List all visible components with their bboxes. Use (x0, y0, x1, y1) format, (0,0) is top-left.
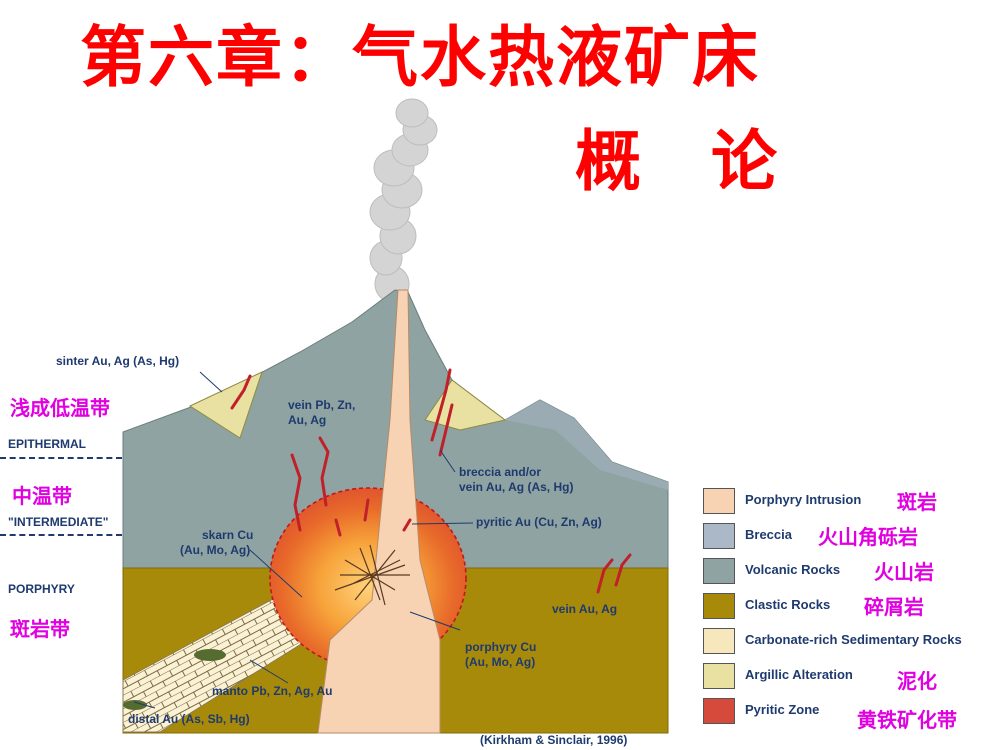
zone-epithermal-cn: 浅成低温带 (10, 396, 110, 420)
legend-label-cn: 斑岩 (897, 490, 937, 514)
red-veins (230, 368, 632, 594)
legend-swatch (703, 558, 735, 584)
legend-swatch (703, 698, 735, 724)
legend-label: Porphyry Intrusion (745, 492, 862, 507)
legend-label-cn: 火山岩 (874, 560, 934, 584)
label-skarn: skarn Cu(Au, Mo, Ag) (180, 528, 254, 557)
legend-label: Clastic Rocks (745, 597, 831, 612)
label-vein-au: vein Au, Ag (552, 602, 618, 616)
legend-swatch (703, 663, 735, 689)
legend-label-cn: 火山角砾岩 (818, 525, 918, 549)
label-vein-pb: vein Pb, Zn,Au, Ag (288, 398, 356, 427)
porphyry-intrusion (317, 289, 441, 734)
page-subtitle: 概 论 (575, 123, 779, 200)
zone-divider (0, 534, 122, 536)
label-sinter: sinter Au, Ag (As, Hg) (56, 354, 180, 368)
zone-epithermal: EPITHERMAL (8, 437, 86, 451)
label-manto: manto Pb, Zn, Ag, Au (212, 684, 333, 698)
label-pyritic: pyritic Au (Cu, Zn, Ag) (476, 515, 602, 529)
legend-swatch (703, 593, 735, 619)
zone-porphyry: PORPHYRY (8, 582, 75, 596)
legend-label: Breccia (745, 527, 792, 542)
zone-divider (0, 457, 122, 459)
page-title: 第六章：气水热液矿床 (80, 19, 760, 96)
label-porphyry-cu: porphyry Cu(Au, Mo, Ag) (465, 640, 537, 669)
stockwork-veins (334, 544, 410, 606)
label-distal: distal Au (As, Sb, Hg) (128, 712, 250, 726)
zone-porphyry-cn: 斑岩带 (10, 617, 70, 641)
legend-label-cn: 泥化 (897, 669, 937, 693)
legend-label: Argillic Alteration (745, 667, 853, 682)
legend-label: Volcanic Rocks (745, 562, 841, 577)
legend-label: Carbonate-rich Sedimentary Rocks (745, 632, 962, 647)
legend-label-cn: 碎屑岩 (864, 595, 924, 619)
zone-intermediate-cn: 中温带 (12, 484, 72, 508)
legend-label: Pyritic Zone (745, 702, 820, 717)
citation: (Kirkham & Sinclair, 1996) (480, 733, 628, 747)
legend-swatch (703, 628, 735, 654)
legend-swatch (703, 488, 735, 514)
smoke-plume (369, 98, 438, 303)
legend-swatch (703, 523, 735, 549)
zone-intermediate: "INTERMEDIATE" (8, 515, 109, 529)
legend-label-cn: 黄铁矿化带 (857, 708, 957, 732)
